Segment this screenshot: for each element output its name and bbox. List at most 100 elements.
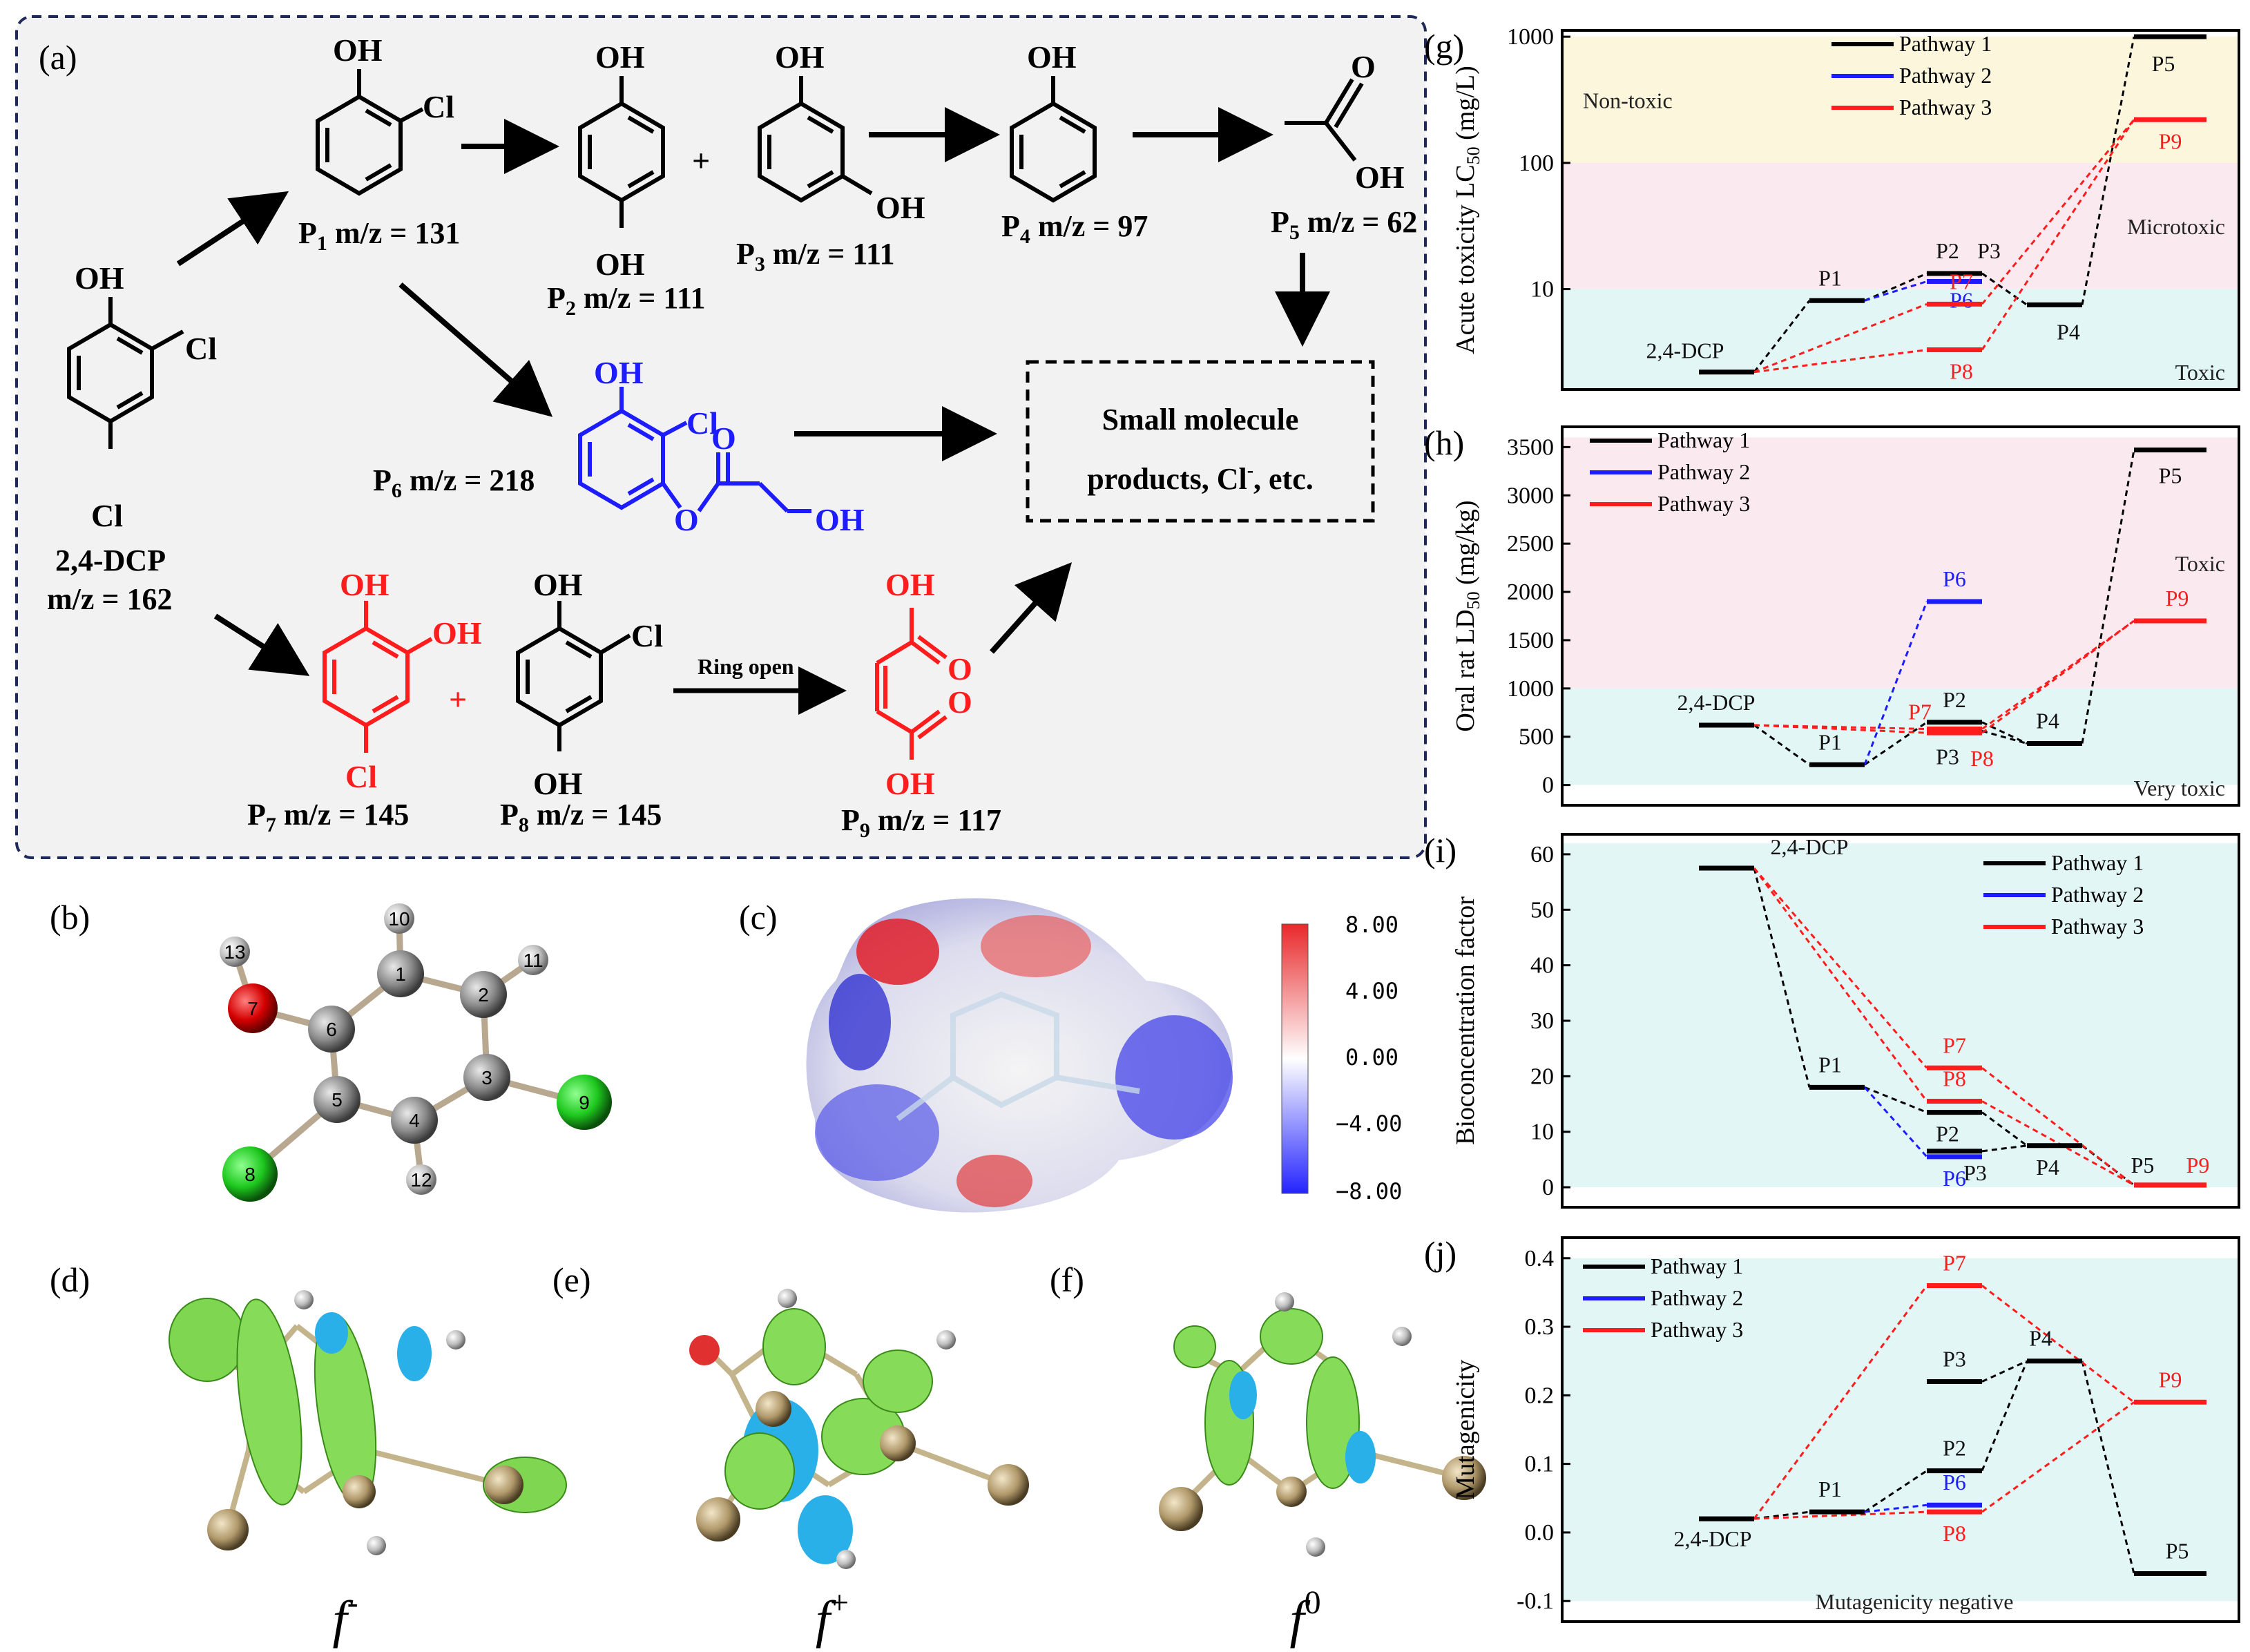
- p9-oh2: OH: [885, 766, 935, 801]
- conn-j-p8-p9: [1981, 1401, 2135, 1513]
- point-label-h-P1: P1: [1818, 729, 1842, 754]
- conn-i-dcp-p7: [1753, 867, 1928, 1069]
- svg-text:6: 6: [326, 1019, 337, 1040]
- arrow-p9-box: [990, 562, 1072, 654]
- point-label-g-P1: P1: [1818, 265, 1842, 290]
- legend-text-g-0: Pathway 1: [1899, 31, 1992, 56]
- legend-text-j-0: Pathway 1: [1651, 1254, 1743, 1278]
- fukui-minus-mol: [169, 1290, 567, 1555]
- yticklabel-h-7: 3500: [1507, 434, 1554, 460]
- esp-tick-1: 8.00: [1345, 912, 1398, 938]
- esp-tick-5: −8.00: [1336, 1178, 1402, 1204]
- fukui-zero-label: f0: [1289, 1584, 1320, 1649]
- esp-red-top: [981, 915, 1091, 977]
- yticklabel-h-2: 1000: [1507, 676, 1554, 702]
- p5-o: O: [1351, 49, 1376, 84]
- p2-label: P2 m/z = 111: [547, 281, 706, 320]
- arrow-dcp-p7: [213, 613, 310, 676]
- point-label-j-P2: P2: [1943, 1436, 1966, 1461]
- point-label-h-P4: P4: [2036, 709, 2059, 733]
- conn-g-p1-p6: [1864, 280, 1927, 302]
- svg-text:5: 5: [331, 1089, 343, 1111]
- frame-g: [1561, 29, 2240, 391]
- point-label-g-P5: P5: [2152, 51, 2175, 76]
- panel-e: (e) f+: [552, 1260, 1029, 1649]
- conn-h-p3-p4: [1981, 729, 2028, 745]
- esp-blue-left: [829, 974, 891, 1070]
- esp-tick-4: −4.00: [1336, 1111, 1402, 1137]
- p8-label: P8 m/z = 145: [500, 798, 662, 836]
- p1-cl: Cl: [423, 89, 454, 124]
- point-label-h-P6: P6: [1943, 566, 1966, 591]
- p9-o1: O: [948, 651, 972, 686]
- conn-h-p4-p5: [2081, 450, 2135, 744]
- panel-d-label: (d): [50, 1260, 90, 1299]
- point-label-j-P7: P7: [1943, 1251, 1966, 1276]
- point-label-g-P7: P7: [1950, 269, 1973, 294]
- point-label-j-P4: P4: [2029, 1326, 2052, 1351]
- conn-i-dcp-p8: [1753, 867, 1928, 1102]
- svg-text:1: 1: [395, 963, 406, 985]
- conn-g-p7-p9: [1981, 119, 2135, 305]
- dcp-cl1: Cl: [185, 331, 217, 366]
- atoms-b: 10 11 12 13 1 2 3 4 5 6 7 8 9: [220, 903, 612, 1202]
- region-h-1: [1562, 688, 2239, 785]
- point-label-i-P5: P5: [2131, 1153, 2155, 1178]
- molecule-p1: [316, 69, 424, 196]
- panel-a-frame: [15, 15, 1427, 859]
- legend-text-j-1: Pathway 2: [1651, 1285, 1743, 1310]
- point-label-i-P8: P8: [1943, 1066, 1966, 1091]
- yticklabel-i-5: 50: [1530, 897, 1554, 923]
- molecule-p7: [323, 601, 433, 753]
- point-label-h-P5: P5: [2159, 463, 2182, 488]
- legend-text-j-2: Pathway 3: [1651, 1317, 1743, 1342]
- region-label-h-0: Toxic: [2175, 551, 2225, 576]
- ylabel-h: Oral rat LD50 (mg/kg): [1451, 500, 1483, 731]
- point-label-j-P9: P9: [2159, 1367, 2182, 1392]
- svg-text:10: 10: [388, 908, 410, 930]
- panel-f: (f) f0: [1050, 1260, 1486, 1649]
- esp-scale-labels: 8.00 4.00 0.00 −4.00 −8.00: [1336, 912, 1402, 1204]
- point-label-h-P2: P2: [1943, 687, 1966, 712]
- fukui-plus-label: f+: [816, 1584, 849, 1649]
- point-label-i-P7: P7: [1943, 1032, 1966, 1057]
- panel-a: (a) OH Cl Cl 2,4-DCP m/z = 162 OH Cl P1 …: [15, 15, 1427, 859]
- plus-sign-2: +: [449, 682, 467, 717]
- point-label-h-P8: P8: [1970, 746, 1994, 771]
- point-label-i-P6: P6: [1943, 1166, 1966, 1191]
- point-label-h-P3: P3: [1936, 744, 1959, 769]
- point-label-i-2,4-DCP: 2,4-DCP: [1771, 834, 1849, 859]
- conn-h-dcp-p1: [1753, 724, 1810, 766]
- point-label-h-2,4-DCP: 2,4-DCP: [1677, 690, 1756, 715]
- p6-oh: OH: [594, 355, 644, 390]
- panel-a-label: (a): [39, 38, 77, 77]
- conn-j-p4-p5: [2081, 1361, 2135, 1574]
- molecule-2-4-dcp: [67, 297, 184, 449]
- esp-colorbar: [1281, 923, 1309, 1194]
- conn-g-dcp-p7: [1753, 302, 1927, 374]
- yticklabel-j-2: 0.1: [1525, 1452, 1555, 1477]
- conn-g-p8-p9: [1981, 119, 2135, 351]
- box-line-2: products, Cl-, etc.: [1087, 460, 1314, 496]
- legend-text-i-0: Pathway 1: [2051, 850, 2144, 875]
- legend-text-g-2: Pathway 3: [1899, 95, 1992, 119]
- conn-h-p1-p6: [1863, 601, 1928, 765]
- p6-label: P6 m/z = 218: [373, 463, 535, 502]
- legend-text-i-2: Pathway 3: [2051, 914, 2144, 939]
- esp-blue-right: [1115, 1015, 1233, 1140]
- esp-tick-2: 4.00: [1345, 978, 1398, 1004]
- point-label-j-P1: P1: [1818, 1477, 1842, 1501]
- yticklabel-h-0: 0: [1542, 773, 1554, 798]
- p8-oh1: OH: [533, 567, 583, 602]
- conn-g-p4-p5: [2081, 36, 2135, 305]
- molecule-p6: [578, 387, 811, 513]
- point-label-j-P8: P8: [1943, 1521, 1966, 1546]
- conn-g-dcp-p1: [1753, 300, 1811, 373]
- ring-open-label: Ring open: [698, 654, 794, 679]
- yticklabel-i-1: 10: [1530, 1120, 1554, 1145]
- panel-b-label: (b): [50, 898, 90, 937]
- chart-label-j: (j): [1424, 1234, 1456, 1273]
- reaction-arrows: [176, 107, 1330, 676]
- ylabel-j: Mutagenicity: [1451, 1360, 1480, 1500]
- chart-j: (j)-0.10.00.10.20.30.4MutagenicityMutage…: [1424, 1234, 2240, 1623]
